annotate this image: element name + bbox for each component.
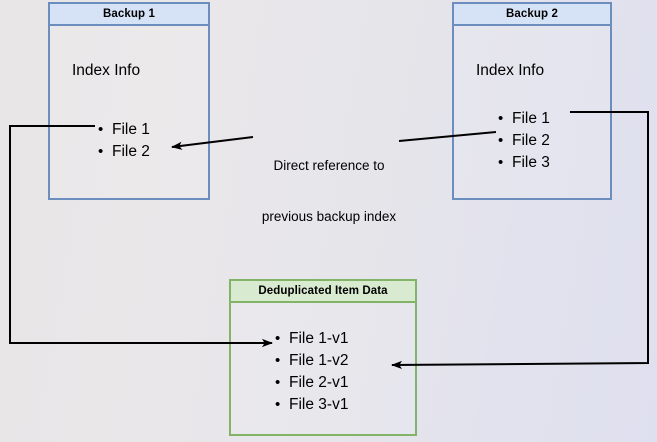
backup-1-index-info-label: Index Info — [72, 62, 141, 79]
edge-label-direct-reference: Direct reference to previous backup inde… — [249, 123, 409, 259]
backup-1-file-list: File 1 File 2 — [98, 119, 150, 163]
list-item: File 2-v1 — [275, 372, 348, 394]
list-item: File 1-v1 — [275, 328, 348, 350]
list-item: File 2 — [98, 141, 150, 163]
edge-label-line-2: previous backup index — [261, 209, 397, 224]
dedup-file-list: File 1-v1 File 1-v2 File 2-v1 File 3-v1 — [275, 328, 348, 416]
edge-label-line-1: Direct reference to — [273, 158, 385, 173]
node-deduplicated-item-data-title: Deduplicated Item Data — [231, 281, 415, 303]
node-backup-2-title: Backup 2 — [454, 4, 610, 26]
list-item: File 1 — [98, 119, 150, 141]
list-item: File 2 — [498, 130, 550, 152]
node-deduplicated-item-data-body: File 1-v1 File 1-v2 File 2-v1 File 3-v1 — [231, 303, 415, 434]
node-backup-1-title: Backup 1 — [50, 4, 208, 26]
node-backup-1-body: Index Info File 1 File 2 — [50, 26, 208, 198]
list-item: File 1 — [498, 108, 550, 130]
backup-2-file-list: File 1 File 2 File 3 — [498, 108, 550, 174]
list-item: File 3 — [498, 152, 550, 174]
node-backup-1: Backup 1 Index Info File 1 File 2 — [48, 2, 210, 200]
node-backup-2-body: Index Info File 1 File 2 File 3 — [454, 26, 610, 198]
list-item: File 3-v1 — [275, 394, 348, 416]
list-item: File 1-v2 — [275, 350, 348, 372]
backup-2-index-info-label: Index Info — [476, 62, 545, 79]
node-backup-2: Backup 2 Index Info File 1 File 2 File 3 — [452, 2, 612, 200]
node-deduplicated-item-data: Deduplicated Item Data File 1-v1 File 1-… — [229, 279, 417, 436]
